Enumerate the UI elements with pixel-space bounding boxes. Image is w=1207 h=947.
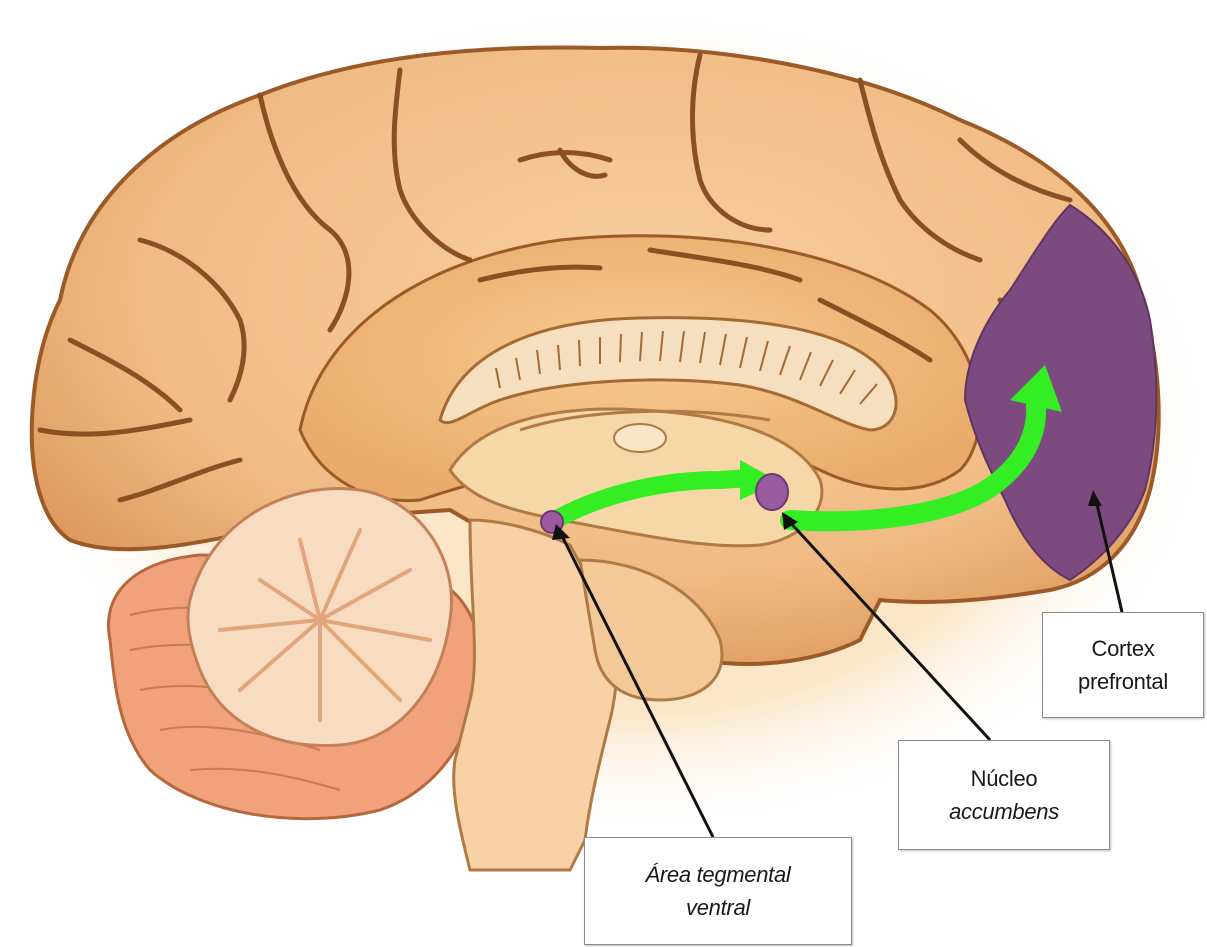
label-vta-line1: Área tegmental — [646, 858, 791, 891]
label-vta-line2: ventral — [686, 891, 750, 924]
label-nucleus-accumbens-line1: Núcleo — [971, 762, 1038, 795]
thalamus — [614, 424, 666, 452]
label-nucleus-accumbens-line2: accumbens — [949, 795, 1059, 828]
label-prefrontal-cortex-line1: Cortex — [1092, 632, 1155, 665]
label-prefrontal-cortex: Cortex prefrontal — [1042, 612, 1204, 718]
label-vta: Área tegmental ventral — [584, 837, 852, 945]
nucleus-accumbens-marker — [756, 474, 788, 510]
label-nucleus-accumbens: Núcleo accumbens — [898, 740, 1110, 850]
label-prefrontal-cortex-line2: prefrontal — [1078, 665, 1168, 698]
